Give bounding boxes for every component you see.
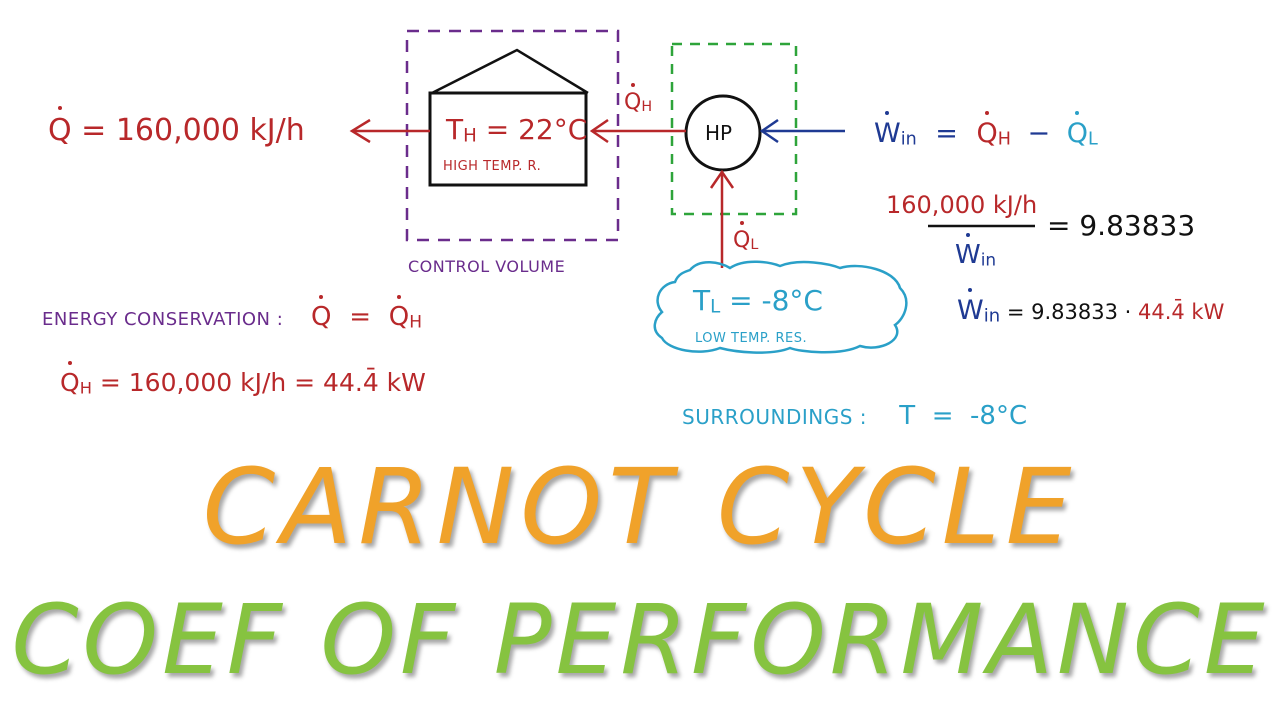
surroundings-label: SURROUNDINGS :: [682, 405, 868, 429]
house-roof-icon: [431, 48, 589, 95]
qh-label: QH: [624, 90, 653, 116]
ql-term: Q: [1066, 118, 1089, 149]
energy-conservation-equation: ENERGY CONSERVATION : Q = QH: [42, 304, 422, 332]
ql-arrow-icon: [709, 169, 735, 189]
cold-reservoir-cloud: [653, 260, 908, 354]
qh-term: Q: [976, 118, 998, 149]
th-value: = 22°C: [485, 113, 588, 146]
title-line-1: CARNOT CYCLE: [202, 446, 1078, 568]
control-volume-boundary: [405, 29, 620, 242]
cold-reservoir-description: LOW TEMP. RES.: [695, 331, 808, 346]
qh-rhs: Q: [388, 302, 410, 332]
house-body: [428, 91, 588, 187]
win-arrow-icon: [759, 118, 779, 144]
win-denominator-symbol: W: [955, 240, 981, 270]
q-value: = 160,000 kJ/h: [81, 113, 305, 148]
heat-pump-label: HP: [705, 121, 733, 145]
qh-value-equation: QH = 160,000 kJ/h = 44.4̄ kW: [60, 370, 426, 397]
work-equation: Win = QH − QL: [874, 120, 1098, 149]
qh-rhs-subscript: H: [409, 312, 423, 333]
win-result-cop-factor: = 9.83833 ·: [1006, 300, 1132, 324]
win-result-equation: Win = 9.83833 · 44.4̄ kW: [957, 297, 1224, 326]
ql-symbol: Q: [733, 228, 751, 253]
surroundings-value: T = -8°C: [899, 401, 1028, 431]
ql-term-subscript: L: [1088, 129, 1098, 150]
win-symbol: W: [874, 118, 901, 149]
ec-equals: =: [349, 302, 372, 332]
th-symbol: T: [446, 113, 464, 146]
cop-denominator: Win: [955, 242, 996, 268]
qh-subscript: H: [641, 99, 653, 116]
ql-subscript: L: [750, 237, 759, 254]
house-temperature: TH = 22°C: [446, 116, 587, 146]
qh-value-rhs: = 160,000 kJ/h = 44.4̄ kW: [99, 368, 426, 397]
tl-value: = -8°C: [729, 284, 823, 317]
q-out-arrow-icon: [349, 118, 371, 144]
win-result-power: 44.4̄ kW: [1137, 300, 1225, 324]
qh-value-symbol: Q: [60, 368, 80, 397]
title-line-2: COEF OF PERFORMANCE: [11, 584, 1269, 696]
q-symbol: Q: [48, 113, 72, 148]
cop-numerator: 160,000 kJ/h: [886, 191, 1038, 219]
diagram-canvas: [349, 29, 1035, 354]
house-description: HIGH TEMP. R.: [443, 159, 542, 174]
q-out-equation: Q = 160,000 kJ/h: [48, 116, 305, 146]
win-subscript: in: [900, 129, 917, 150]
energy-conservation-label: ENERGY CONSERVATION :: [42, 309, 284, 330]
th-subscript: H: [463, 125, 477, 147]
q-lhs: Q: [311, 302, 332, 332]
ql-label: QL: [733, 228, 759, 254]
cold-reservoir-temperature: TL = -8°C: [693, 287, 823, 317]
control-volume-label: CONTROL VOLUME: [408, 257, 566, 276]
win-denominator-subscript: in: [980, 249, 997, 270]
minus-sign: −: [1027, 118, 1051, 149]
qh-value-subscript: H: [79, 378, 92, 398]
equals-sign: =: [935, 118, 958, 149]
qh-symbol: Q: [624, 90, 642, 115]
tl-subscript: L: [710, 296, 721, 318]
cop-result: = 9.83833: [1047, 209, 1196, 242]
tl-symbol: T: [693, 284, 711, 317]
win-result-symbol: W: [957, 295, 984, 326]
qh-term-subscript: H: [997, 129, 1011, 150]
qh-arrow-icon: [589, 118, 609, 144]
surroundings-equation: SURROUNDINGS : T = -8°C: [682, 403, 1027, 429]
heat-pump-boundary: [670, 42, 798, 216]
heat-pump-circle: [684, 94, 762, 172]
win-result-subscript: in: [983, 305, 1001, 327]
